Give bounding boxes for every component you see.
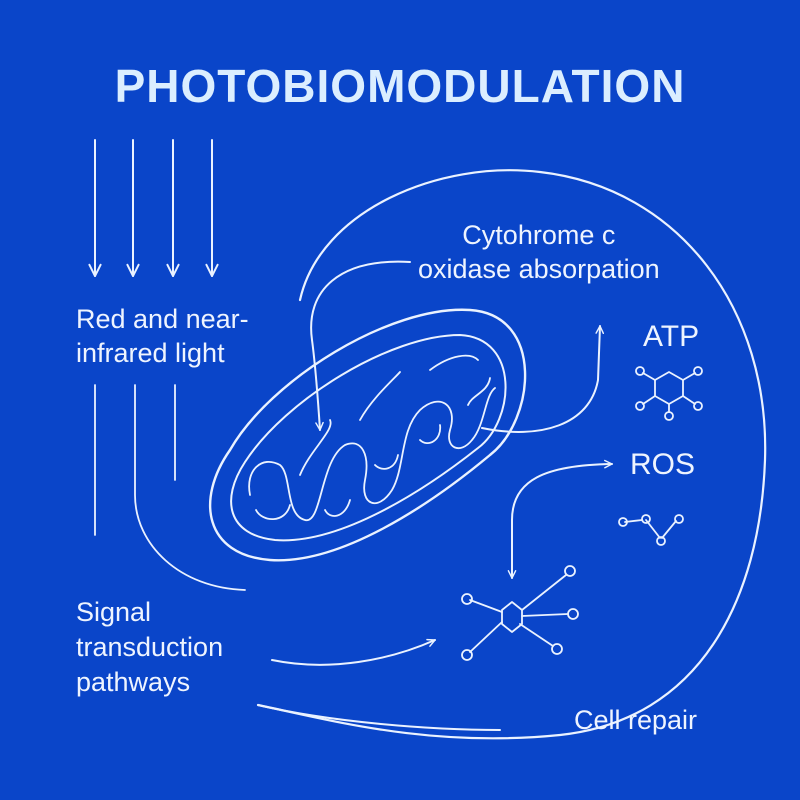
atp-molecule-icon — [635, 366, 703, 421]
signal-label-line: Signal — [76, 597, 152, 627]
cytochrome-label: Cytohrome c oxidase absorpation — [418, 218, 660, 286]
cell-membrane — [256, 169, 767, 740]
curved-arrow-icon — [271, 638, 436, 666]
signal-label: Signal transduction pathways — [76, 595, 223, 700]
atp-label: ATP — [643, 320, 700, 353]
light-ray-arrows — [88, 139, 219, 277]
cell-repair-label: Cell repair — [574, 705, 698, 735]
ros-molecule-icon — [618, 514, 684, 546]
ros-label: ROS — [630, 448, 696, 481]
curved-arrow-icon — [310, 260, 411, 431]
light-path-lines — [94, 384, 246, 591]
signal-label-line: pathways — [76, 667, 191, 697]
curved-arrow-icon — [511, 459, 613, 576]
light-label-line: Red and near- — [76, 304, 249, 334]
mitochondrion-icon — [208, 308, 527, 562]
curved-arrow-icon — [481, 325, 605, 433]
cytochrome-label-line: oxidase absorpation — [418, 254, 660, 284]
light-label: Red and near- infrared light — [76, 302, 249, 370]
diagram-title: PHOTOBIOMODULATION — [114, 60, 686, 112]
cytochrome-label-line: Cytohrome c — [462, 220, 616, 250]
signal-label-line: transduction — [76, 632, 224, 662]
signaling-network-icon — [461, 565, 579, 661]
light-label-line: infrared light — [76, 338, 225, 368]
